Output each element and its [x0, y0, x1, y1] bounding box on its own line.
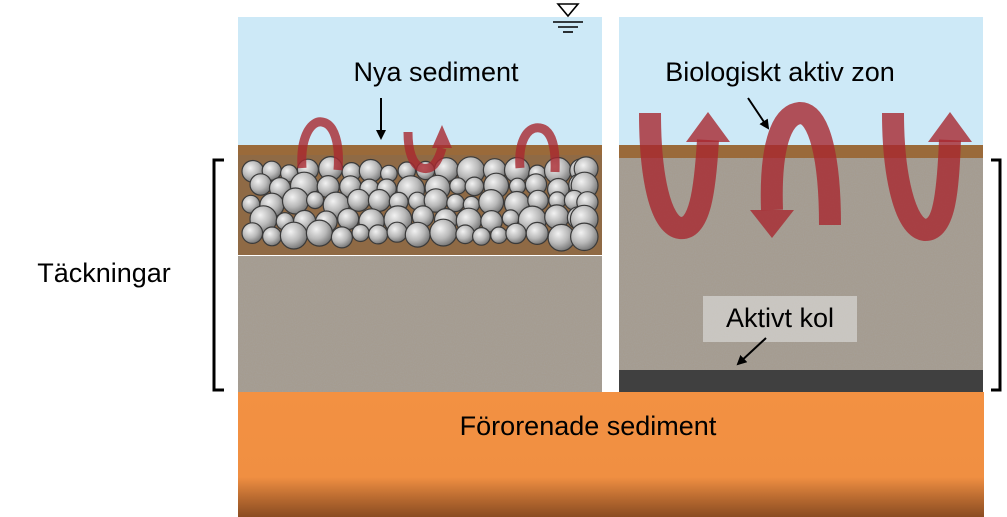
new-sediment-layer-right [619, 145, 983, 158]
loop-arrow-left-1 [297, 117, 343, 171]
water-right [619, 17, 983, 147]
activated-carbon-label: Aktivt kol [726, 303, 834, 333]
arrow-head-right-3 [928, 112, 972, 142]
arrow-head-right-2 [750, 210, 794, 238]
gravel-stone [249, 173, 273, 196]
coverings-bracket-right [991, 158, 1002, 392]
gravel-stone [464, 176, 485, 197]
gravel-stone [505, 222, 527, 245]
arrow-head-right-1 [686, 112, 730, 142]
bioturbation-arrows-left [297, 117, 560, 174]
gravel-stones [241, 156, 599, 252]
gravel-stone [449, 177, 467, 195]
gravel-stone [279, 221, 308, 250]
gravel-stone [262, 226, 283, 247]
gravel-stone [306, 191, 325, 210]
u-arrow-right-1 [639, 112, 719, 239]
gravel-stone [404, 221, 431, 248]
bioturbation-arrows-right [639, 101, 972, 242]
contaminated-sediment-layer [238, 392, 984, 517]
coverings-bracket-left [212, 158, 224, 392]
gravel-stone [472, 226, 491, 246]
n-arrow-right-2 [760, 101, 841, 226]
activated-carbon-pointer [736, 337, 767, 366]
gravel-stone [347, 188, 371, 212]
arrow-head-left-2 [432, 125, 452, 148]
right-panel [619, 17, 983, 392]
loop-arrow-left-3 [515, 123, 560, 173]
u-arrow-right-3 [882, 112, 961, 242]
left-panel [238, 17, 602, 392]
gravel-stone [305, 219, 333, 247]
gravel-stone [330, 226, 353, 249]
gravel-stone [368, 224, 389, 245]
gravel-stone [386, 221, 408, 243]
new-sediment-label: Nya sediment [353, 57, 519, 87]
gravel-stone [367, 188, 391, 212]
gravel-stone [525, 221, 549, 245]
activated-carbon-label-bg [703, 296, 857, 342]
coverings-label: Täckningar [37, 258, 171, 288]
sand-texture-left [238, 256, 602, 392]
gravel-stone [241, 222, 264, 245]
gravel-stone [569, 222, 599, 252]
gravel-stone [429, 218, 458, 247]
contaminated-sediment-label: Förorenade sediment [460, 411, 717, 441]
gravel-stone [455, 224, 476, 245]
bio-zone-label: Biologiskt aktiv zon [665, 57, 895, 87]
loop-arrow-left-2 [403, 131, 447, 174]
gravel-stone [351, 223, 370, 243]
water-level-icon [553, 3, 583, 33]
new-sediment-layer-left [238, 145, 602, 157]
bio-zone-pointer [747, 97, 770, 130]
gravel-stone [490, 226, 508, 244]
activated-carbon-layer [619, 370, 983, 392]
